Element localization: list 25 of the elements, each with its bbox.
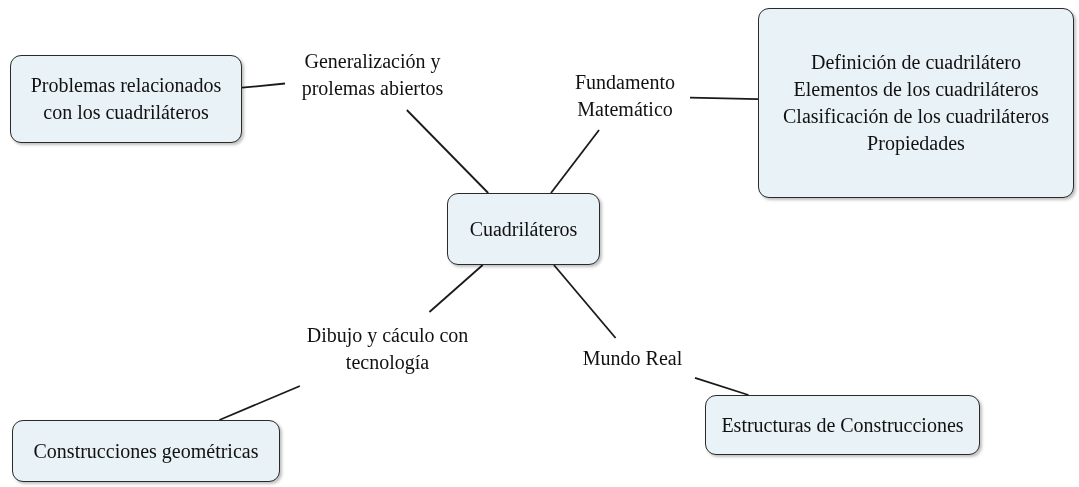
topic-box (758, 8, 1074, 198)
box-text: Definición de cuadrilátero (811, 50, 1021, 75)
topic-box (12, 420, 280, 482)
box-text: Problemas relacionados con los cuadriláteros (29, 73, 223, 125)
box-text: Elementos de los cuadriláteros (793, 77, 1039, 102)
box-text: Construcciones geométricas (33, 438, 259, 465)
topic-box (705, 395, 980, 455)
box-text: Estructuras de Construcciones (721, 412, 964, 438)
box-text: Propiedades (867, 131, 965, 157)
connector-line (694, 377, 750, 396)
branch-label: Generalización y prolemas abiertos (300, 49, 445, 102)
connector-line (689, 96, 759, 101)
branch-label: Fundamento Matemático (574, 70, 676, 122)
connector-line (218, 385, 301, 421)
box-text: Cuadriláteros (469, 216, 578, 242)
branch-label: Dibujo y cáculo con tecnología (305, 323, 470, 376)
box-text: Clasificación de los cuadriláteros (783, 104, 1049, 129)
topic-box (447, 193, 600, 265)
connector-line (405, 109, 490, 194)
connector-line (241, 82, 286, 89)
topic-box (10, 55, 242, 143)
connector-line (553, 264, 617, 339)
branch-label: Mundo Real (582, 345, 683, 371)
connector-line (428, 264, 484, 313)
connector-line (550, 129, 600, 194)
